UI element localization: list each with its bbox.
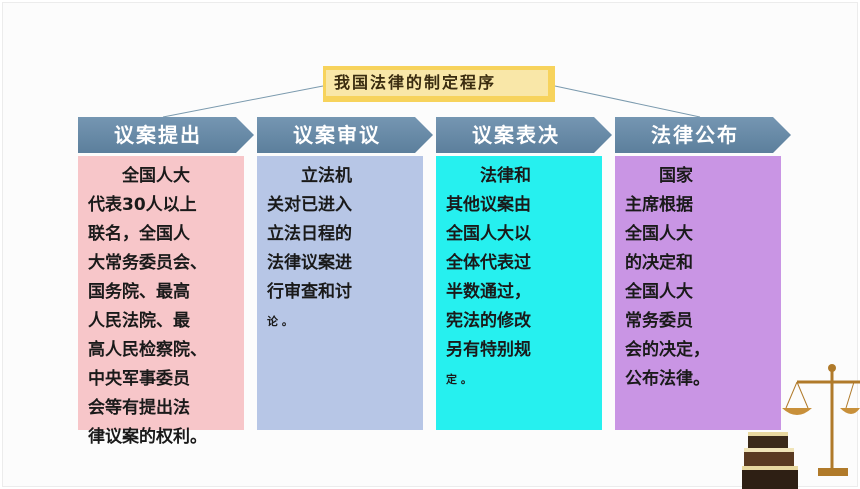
card-line: 会等有提出法: [88, 398, 190, 418]
card-line: 其他议案由: [446, 195, 531, 215]
card-line: 的决定和: [625, 253, 693, 273]
diagram-title: 我国法律的制定程序: [326, 70, 548, 96]
card-line: 人民法院、最: [88, 311, 190, 331]
card-line: 关对已进入: [267, 195, 352, 215]
title-banner: 我国法律的制定程序: [323, 66, 555, 102]
step-card-1: 全国人大 代表30人以上 联名，全国人 大常务委员会、 国务院、最高 人民法院、…: [78, 156, 244, 447]
card-line: 立法机: [301, 166, 352, 186]
step-card-3: 法律和 其他议案由 全国人大以 全体代表过 半数通过， 宪法的修改 另有特别规 …: [436, 156, 602, 430]
step-card-2: 立法机 关对已进入 立法日程的 法律议案进 行审查和讨 论 。: [257, 156, 423, 430]
card-line: 高人民检察院、: [88, 340, 207, 360]
card-line: 主席根据: [625, 195, 693, 215]
step-label: 议案提出: [114, 123, 202, 147]
card-line: 常务委员: [625, 311, 693, 331]
card-line: 联名，全国人: [88, 224, 190, 244]
card-line: 国务院、最高: [88, 282, 190, 302]
card-line: 法律和: [480, 166, 531, 186]
card-line: 全国人大: [625, 224, 693, 244]
step-label: 法律公布: [651, 123, 739, 147]
card-line: 国家: [659, 166, 693, 186]
card-line: 全国人大以: [446, 224, 531, 244]
card-line: 大常务委员会、: [88, 253, 207, 273]
card-line: 宪法的修改: [446, 311, 531, 331]
card-line: 全国人大: [122, 166, 190, 186]
step-card-4: 国家 主席根据 全国人大 的决定和 全国人大 常务委员 会的决定， 公布法律。: [615, 156, 781, 430]
card-line: 定 。: [446, 373, 472, 386]
step-arrow-2: 议案审议: [257, 117, 433, 153]
card-line: 律议案的权利。: [88, 427, 207, 447]
card-line: 立法日程的: [267, 224, 352, 244]
card-line: 会的决定，: [625, 340, 710, 360]
card-line: 法律议案进: [267, 253, 352, 273]
step-arrow-4: 法律公布: [615, 117, 791, 153]
card-line: 全体代表过: [446, 253, 531, 273]
step-label: 议案表决: [472, 123, 560, 147]
scales-of-justice-icon: [742, 364, 860, 489]
card-line: 全国人大: [625, 282, 693, 302]
card-line: 论 。: [267, 315, 293, 328]
card-line: 另有特别规: [446, 340, 531, 360]
step-arrow-3: 议案表决: [436, 117, 612, 153]
card-line: 半数通过，: [446, 282, 531, 302]
step-label: 议案审议: [293, 123, 381, 147]
card-line: 代表30人以上: [88, 195, 197, 215]
card-line: 公布法律。: [625, 369, 710, 389]
card-line: 行审查和讨: [267, 282, 352, 302]
step-arrow-1: 议案提出: [78, 117, 254, 153]
card-line: 中央军事委员: [88, 369, 190, 389]
